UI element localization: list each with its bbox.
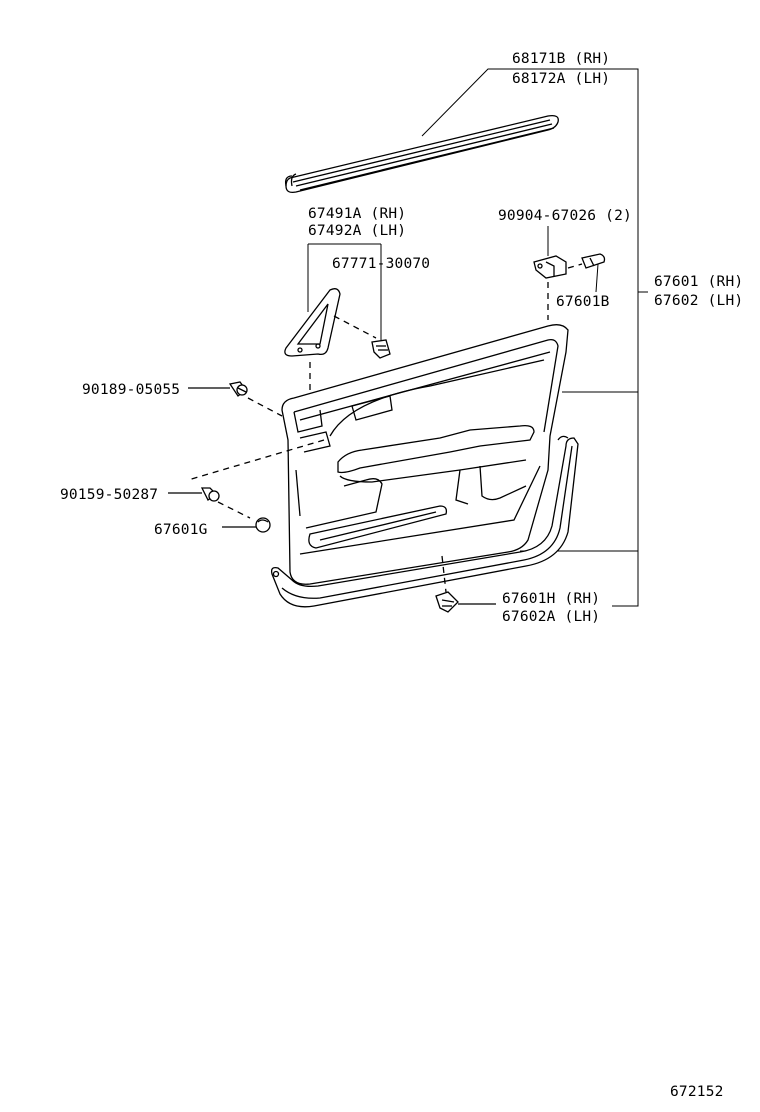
- belt-weatherstrip: [284, 114, 559, 194]
- retainer-bracket: [533, 255, 567, 279]
- label-cover-rh: 67491A (RH): [308, 206, 406, 222]
- dash-cover-clip: [333, 315, 377, 339]
- label-screw-upper: 90189-05055: [82, 382, 180, 398]
- dash-screw-lower-panel: [187, 439, 325, 481]
- label-door-panel-lh: 67602 (LH): [654, 293, 743, 309]
- lower-door-trim-strip: [270, 435, 579, 608]
- clip-b: [581, 253, 606, 269]
- screw-cap: [255, 517, 271, 533]
- dash-screw-upper: [247, 397, 283, 417]
- label-weatherstrip-lh: 68172A (LH): [512, 71, 610, 87]
- dash-retainer-clip: [567, 263, 583, 269]
- label-weatherstrip-rh: 68171B (RH): [512, 51, 610, 67]
- figure-number: 672152: [670, 1084, 724, 1100]
- label-screw-lower: 90159-50287: [60, 487, 158, 503]
- label-cap-g: 67601G: [154, 522, 208, 538]
- screw-lower: [200, 487, 220, 502]
- dash-screw-cap: [217, 501, 251, 519]
- leader-weatherstrip: [421, 68, 622, 137]
- label-clip-h-lh: 67602A (LH): [502, 609, 600, 625]
- clip-h: [435, 591, 459, 613]
- label-screw-qty: 90904-67026 (2): [498, 208, 632, 224]
- label-clip-h-rh: 67601H (RH): [502, 591, 600, 607]
- leader-clip-b: [595, 263, 599, 293]
- door-trim-panel: [281, 324, 569, 585]
- label-cover-lh: 67492A (LH): [308, 223, 406, 239]
- label-clip-b: 67601B: [556, 294, 610, 310]
- mirror-cover: [284, 288, 341, 357]
- group-bracket: [612, 68, 639, 607]
- cover-clip: [371, 339, 391, 359]
- screw-upper: [228, 381, 248, 397]
- label-door-panel-rh: 67601 (RH): [654, 274, 743, 290]
